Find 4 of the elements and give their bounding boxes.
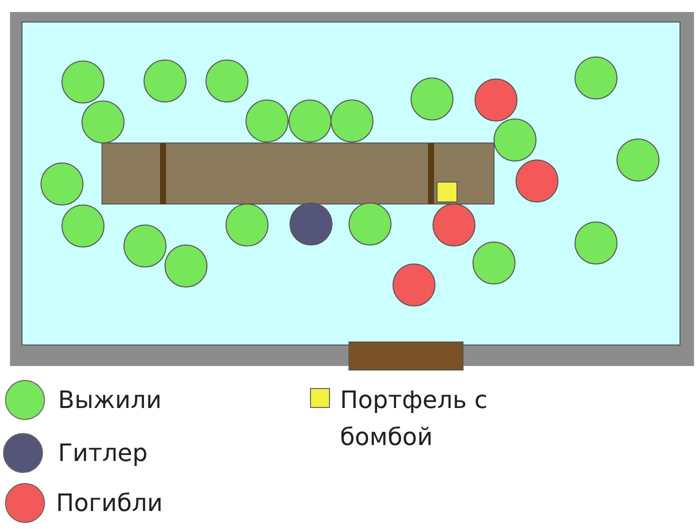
legend-label: Погибли	[56, 488, 164, 519]
legend-label: Портфель с бомбой	[340, 385, 489, 453]
legend-label: Выжили	[58, 385, 163, 416]
legend-label: Гитлер	[58, 438, 149, 469]
